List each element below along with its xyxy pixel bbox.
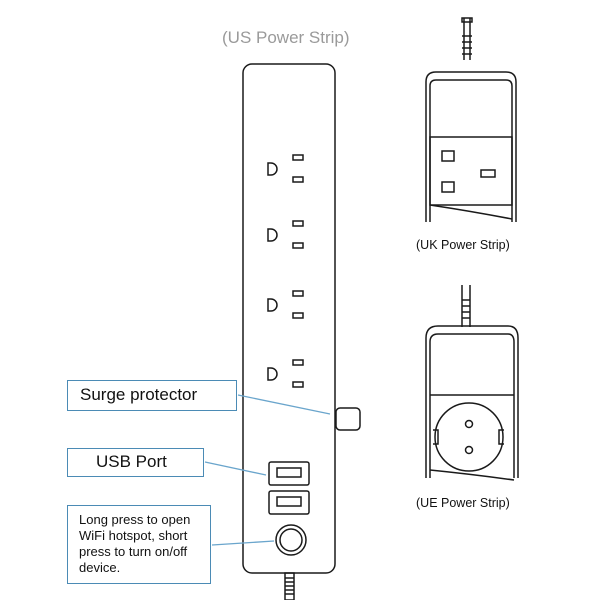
uk-earth-slot bbox=[441, 150, 455, 162]
ue-socket bbox=[434, 402, 504, 472]
uk-neutral-slot bbox=[480, 169, 496, 178]
button-desc-line: WiFi hotspot, short bbox=[79, 528, 188, 543]
button-callout-box bbox=[67, 505, 211, 584]
ue-plug bbox=[425, 285, 519, 481]
power-button[interactable] bbox=[275, 524, 307, 556]
us-outlet-3 bbox=[267, 290, 304, 319]
leader-lines bbox=[204, 394, 331, 546]
us-outlet-4 bbox=[267, 359, 304, 388]
us-title: (US Power Strip) bbox=[222, 28, 350, 47]
surge-callout-label: Surge protector bbox=[80, 385, 198, 404]
ue-pin-2 bbox=[464, 445, 474, 455]
us-cord bbox=[284, 572, 295, 600]
uk-caption: (UK Power Strip) bbox=[416, 238, 510, 252]
uk-cord bbox=[463, 18, 471, 60]
usb-callout-box bbox=[67, 448, 204, 477]
button-leader bbox=[211, 540, 275, 546]
button-callout-text: Long press to open WiFi hotspot, short p… bbox=[79, 512, 213, 576]
usb-callout-label: USB Port bbox=[96, 452, 167, 471]
surge-leader bbox=[237, 394, 331, 415]
button-desc-line: Long press to open bbox=[79, 512, 191, 527]
button-desc-line: press to turn on/off bbox=[79, 544, 188, 559]
button-desc-line: device. bbox=[79, 560, 121, 575]
us-outlet-1 bbox=[267, 154, 304, 183]
usb-leader bbox=[204, 461, 267, 476]
us-outlet-2 bbox=[267, 220, 304, 249]
uk-live-slot bbox=[441, 181, 455, 193]
surge-callout-box bbox=[67, 380, 237, 411]
uk-socket-face bbox=[429, 136, 513, 206]
usb-port-2 bbox=[268, 490, 310, 515]
uk-plug bbox=[425, 17, 517, 222]
us-power-strip bbox=[242, 63, 361, 600]
usb-port-1 bbox=[268, 461, 310, 486]
surge-protector-switch[interactable] bbox=[335, 407, 361, 431]
ue-caption: (UE Power Strip) bbox=[416, 496, 510, 510]
ue-pin-1 bbox=[464, 419, 474, 429]
